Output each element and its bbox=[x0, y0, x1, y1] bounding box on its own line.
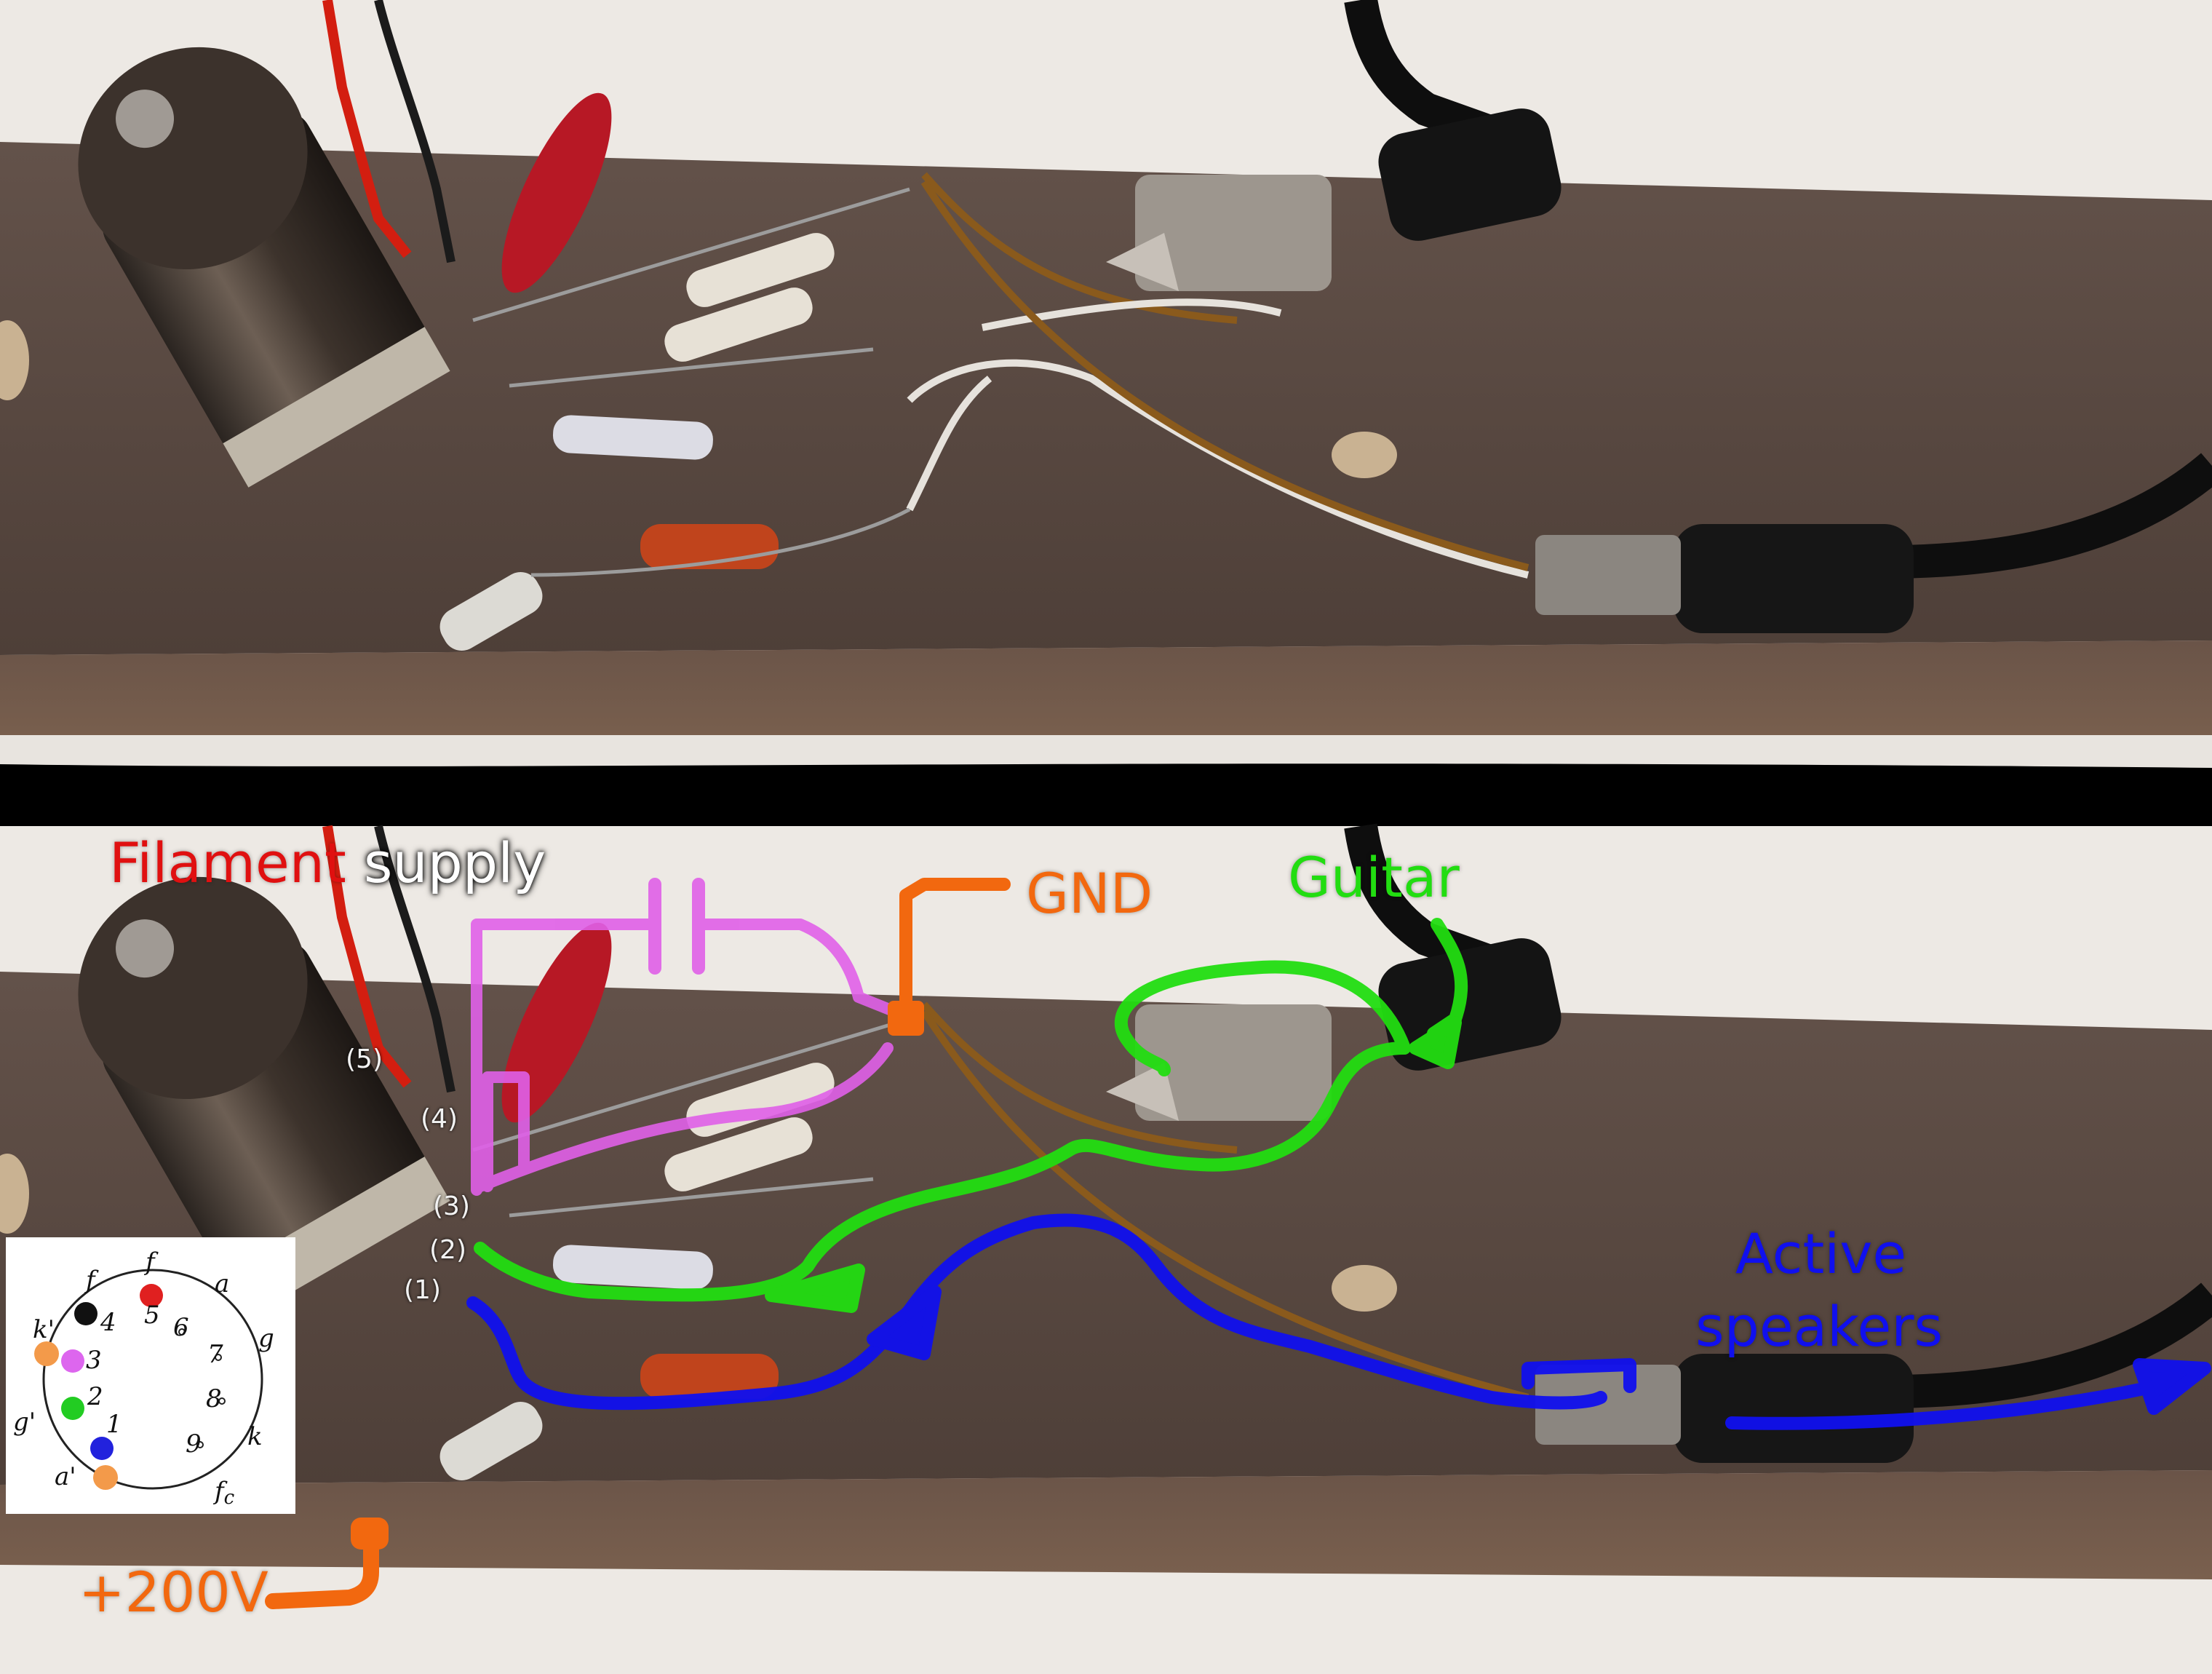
guitar-jack-tip-top bbox=[1106, 233, 1179, 291]
wood-board-edge-bottom bbox=[0, 1470, 2212, 1579]
legend-a-top: a bbox=[215, 1269, 229, 1298]
speaker-jack-bottom bbox=[1535, 1365, 1681, 1445]
speaker-plug-top bbox=[1674, 524, 1914, 633]
legend-k-prime: k' bbox=[33, 1315, 55, 1344]
filament-supply-label: Filament supply bbox=[109, 836, 546, 891]
plus-200v-label: +200V bbox=[79, 1560, 268, 1625]
legend-k-right: k bbox=[247, 1422, 263, 1451]
wood-board-top bbox=[0, 142, 2212, 655]
speaker-jack-top bbox=[1535, 535, 1681, 615]
legend-n2: 2 bbox=[87, 1382, 103, 1411]
guitar-plug-top bbox=[1378, 108, 1561, 241]
legend-g-right: g bbox=[258, 1324, 274, 1353]
top-photo bbox=[0, 0, 2212, 771]
resistors-bottom bbox=[439, 922, 835, 1480]
speaker-plug-bottom bbox=[1674, 1354, 1914, 1463]
left-notch bbox=[0, 320, 29, 400]
guitar-cable-bottom bbox=[1344, 823, 1534, 991]
wires-bottom bbox=[472, 1001, 1529, 1401]
gnd-label: GND bbox=[1026, 861, 1153, 926]
screw-hole bbox=[1332, 432, 1397, 478]
guitar-label: Guitar bbox=[1288, 845, 1460, 910]
screw-hole bbox=[1332, 1265, 1397, 1312]
separator-band bbox=[0, 763, 2212, 826]
pin-label-4: (4) bbox=[421, 1104, 458, 1134]
legend-g-prime: g' bbox=[13, 1408, 36, 1437]
speaker-signal-annotation bbox=[466, 1213, 2211, 1430]
guitar-signal-annotation bbox=[474, 918, 1468, 1313]
guitar-jack-bottom bbox=[1135, 1004, 1332, 1121]
legend-n7: 7 bbox=[207, 1340, 223, 1369]
legend-n1: 1 bbox=[106, 1410, 122, 1439]
tube-pinout-legend: f f a g k' g' a' k fc 4 5 6 3 7 2 8 1 9 bbox=[6, 1237, 295, 1514]
guitar-cable-top bbox=[1344, 0, 1534, 162]
pin-label-1: (1) bbox=[404, 1275, 441, 1305]
bottom-photo: f f a g k' g' a' k fc 4 5 6 3 7 2 8 1 9 bbox=[0, 823, 2212, 1674]
legend-n5: 5 bbox=[144, 1301, 160, 1330]
wood-board-edge-top bbox=[0, 640, 2212, 750]
guitar-jack-tip-bottom bbox=[1106, 1063, 1179, 1121]
gnd-annotation bbox=[888, 878, 1011, 1036]
active-speakers-label-line2: speakers bbox=[1695, 1294, 1944, 1359]
cathode-capacitor-annotation bbox=[471, 878, 901, 1196]
legend-n4: 4 bbox=[100, 1308, 116, 1337]
legend-n6: 6 bbox=[173, 1313, 189, 1342]
legend-n3: 3 bbox=[86, 1346, 102, 1375]
guitar-jack-top bbox=[1135, 175, 1332, 291]
hv-annotation bbox=[265, 1518, 389, 1609]
pin-label-2: (2) bbox=[429, 1235, 466, 1265]
pin-label-3: (3) bbox=[433, 1191, 470, 1221]
active-speakers-label-line1: Active bbox=[1735, 1221, 1907, 1286]
left-notch bbox=[0, 1154, 29, 1234]
legend-a-prime: a' bbox=[55, 1462, 76, 1491]
pin-label-5: (5) bbox=[346, 1044, 383, 1074]
red-filament-wire bbox=[322, 825, 412, 1088]
supply-word: supply bbox=[363, 830, 546, 895]
wires-top bbox=[472, 172, 1529, 579]
vacuum-tube-top bbox=[78, 47, 450, 488]
filament-word: Filament bbox=[109, 830, 346, 895]
legend-n9: 9 bbox=[186, 1429, 202, 1459]
black-filament-wire bbox=[374, 825, 455, 1093]
black-filament-wire bbox=[374, 0, 455, 263]
red-filament-wire bbox=[322, 0, 412, 258]
legend-n8: 8 bbox=[206, 1384, 222, 1413]
